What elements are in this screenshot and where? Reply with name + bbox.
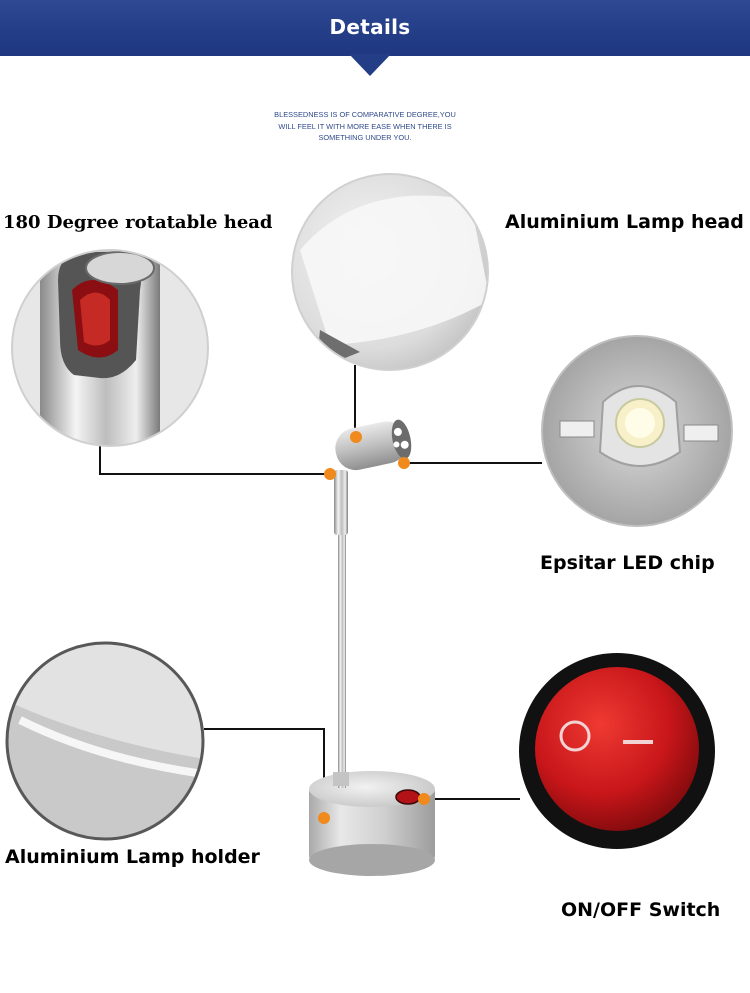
label-switch: ON/OFF Switch (561, 899, 721, 921)
led-chip-zoom (542, 336, 732, 526)
tagline-line-2: WILL FEEL IT WITH MORE EASE WHEN THERE I… (278, 121, 452, 131)
tagline-line-3: SOMETHING UNDER YOU. (318, 133, 412, 142)
tagline: BLESSEDNESS IS OF COMPARATIVE DEGREE,YOU… (200, 109, 530, 144)
lamp-product (309, 419, 435, 876)
dot-lamp-head (350, 431, 362, 443)
page-title: Details (329, 15, 411, 39)
lamp-holder-zoom (7, 643, 203, 839)
tagline-line-1: BLESSEDNESS IS OF COMPARATIVE DEGREE,YOU (274, 110, 456, 119)
lamp-head-zoom (292, 174, 488, 370)
callout-dots (318, 431, 430, 824)
base-switch (395, 789, 421, 805)
lamp-head-zoom-ring (291, 173, 489, 371)
rotatable-head-zoom-ring (11, 249, 209, 447)
switch-zoom (519, 653, 715, 849)
details-banner (0, 0, 750, 56)
dot-led-chip (398, 457, 410, 469)
label-rotatable-head: 180 Degree rotatable head (3, 212, 273, 233)
switch-off-symbol (559, 720, 591, 752)
switch-on-symbol (623, 740, 653, 744)
lamp-holder-zoom-ring (5, 641, 205, 841)
label-lamp-holder: Aluminium Lamp holder (5, 846, 260, 868)
connector-rotatable-head (99, 441, 330, 475)
label-lamp-head: Aluminium Lamp head (505, 211, 744, 233)
connector-lamp-holder (204, 728, 325, 818)
label-led-chip: Epsitar LED chip (540, 552, 715, 574)
banner-pointer (349, 54, 391, 76)
rotatable-head-zoom (12, 250, 208, 446)
dot-switch (418, 793, 430, 805)
dot-rotatable-head (324, 468, 336, 480)
led-chip-zoom-ring (541, 335, 733, 527)
dot-lamp-holder (318, 812, 330, 824)
